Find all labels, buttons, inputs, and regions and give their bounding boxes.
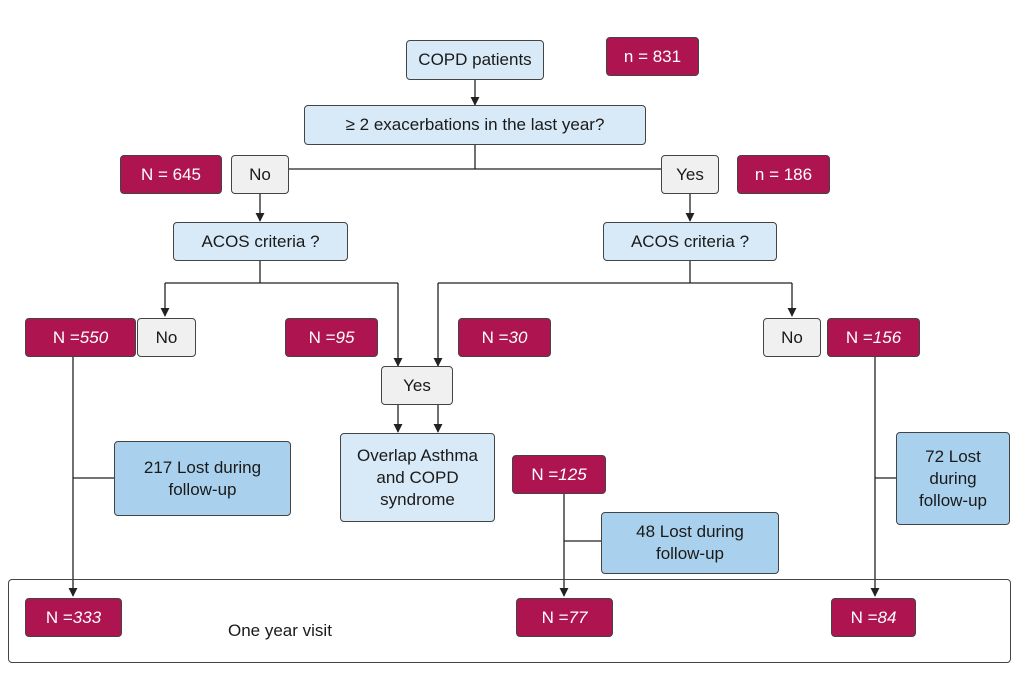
count-badge-156: N = 156 xyxy=(827,318,920,357)
count-badge-550: N = 550 xyxy=(25,318,136,357)
count-badge-30: N = 30 xyxy=(458,318,551,357)
count-prefix: N = xyxy=(531,464,559,484)
count-value: 156 xyxy=(872,327,902,347)
count-value: 550 xyxy=(79,327,109,347)
acos-criteria-right-box: ACOS criteria ? xyxy=(603,222,777,261)
one-year-visit-label: One year visit xyxy=(228,621,332,640)
lost-followup-left-box: 217 Lost during follow-up xyxy=(114,441,291,516)
count-prefix: N = xyxy=(845,327,873,347)
count-value: 77 xyxy=(568,607,588,627)
count-value: 125 xyxy=(558,464,587,484)
exacerbation-question-box: ≥ 2 exacerbations in the last year? xyxy=(304,105,646,145)
left-no-box: No xyxy=(137,318,196,357)
count-badge-333: N = 333 xyxy=(25,598,122,637)
center-yes-box: Yes xyxy=(381,366,453,405)
no-exacerbation-count-badge: N = 645 xyxy=(120,155,222,194)
count-value: 84 xyxy=(877,607,897,627)
count-prefix: N = xyxy=(481,327,509,347)
count-value: 30 xyxy=(508,327,528,347)
lost-followup-middle-box: 48 Lost during follow-up xyxy=(601,512,779,574)
yes-branch-box: Yes xyxy=(661,155,719,194)
count-prefix: N = xyxy=(541,607,569,627)
count-prefix: N = xyxy=(45,607,73,627)
count-prefix: N = xyxy=(52,327,80,347)
count-badge-77: N = 77 xyxy=(516,598,613,637)
count-value: 333 xyxy=(72,607,102,627)
yes-exacerbation-count-badge: n = 186 xyxy=(737,155,830,194)
right-no-box: No xyxy=(763,318,821,357)
count-prefix: N = xyxy=(850,607,878,627)
count-badge-84: N = 84 xyxy=(831,598,916,637)
overlap-syndrome-box: Overlap Asthma and COPD syndrome xyxy=(340,433,495,522)
acos-criteria-left-box: ACOS criteria ? xyxy=(173,222,348,261)
one-year-visit-frame xyxy=(8,579,1011,663)
count-value: 95 xyxy=(335,327,355,347)
count-badge-95: N = 95 xyxy=(285,318,378,357)
lost-followup-right-box: 72 Lost during follow-up xyxy=(896,432,1010,525)
total-count-badge: n = 831 xyxy=(606,37,699,76)
count-prefix: N = xyxy=(308,327,336,347)
count-badge-125: N = 125 xyxy=(512,455,606,494)
no-branch-box: No xyxy=(231,155,289,194)
copd-patients-box: COPD patients xyxy=(406,40,544,80)
